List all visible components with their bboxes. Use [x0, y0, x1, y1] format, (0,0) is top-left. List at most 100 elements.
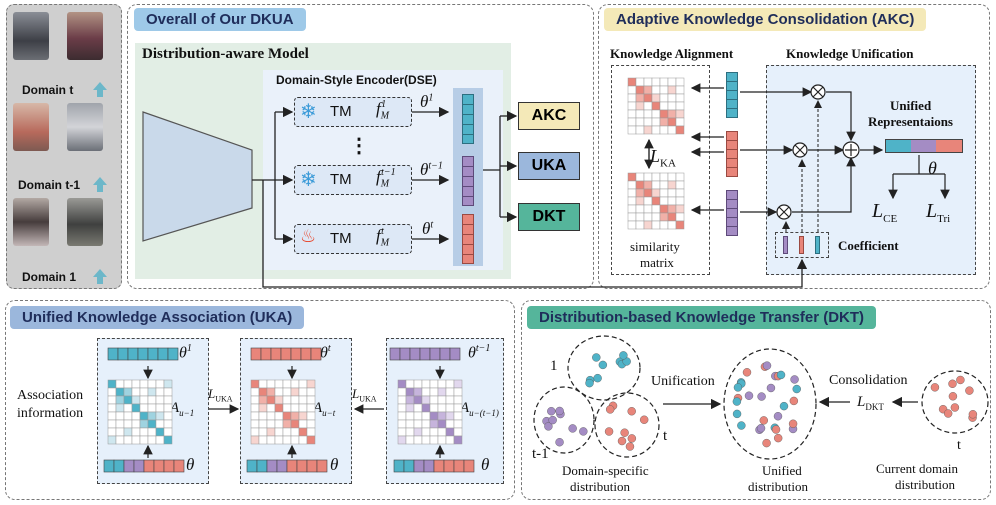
matrix-cell — [163, 403, 173, 413]
a1-label: Au−1 — [170, 400, 194, 418]
matrix-cell — [651, 188, 661, 198]
matrix-cell — [667, 109, 677, 119]
matrix-cell — [627, 220, 637, 230]
luka: L — [352, 386, 360, 401]
matrix-cell — [635, 85, 645, 95]
data-point — [930, 383, 940, 392]
theta-label: θ — [330, 455, 339, 474]
unified-distribution-label: Unified — [762, 463, 802, 478]
matrix-cell — [445, 395, 455, 405]
fm-sub: M — [380, 110, 390, 122]
matrix-cell — [131, 403, 141, 413]
data-point — [555, 438, 564, 447]
ka-label: Knowledge Alignment — [610, 46, 734, 61]
a3-label: Au−(t−1) — [460, 400, 499, 418]
unified-label: Unified — [890, 98, 932, 113]
akc-output: AKC — [518, 102, 580, 130]
matrix-cell — [659, 220, 669, 230]
person-image — [67, 198, 103, 246]
matrix-cell — [266, 427, 276, 437]
matrix-cell — [675, 93, 685, 103]
matrix-cell — [659, 188, 669, 198]
matrix-cell — [429, 387, 439, 397]
data-point — [619, 351, 628, 360]
matrix-cell — [413, 411, 423, 421]
matrix-cell — [115, 387, 125, 397]
ltri-sub: Tri — [937, 213, 951, 225]
matrix-cell — [651, 204, 661, 214]
thetat1: θ — [468, 344, 476, 362]
assoc-label: Association — [17, 388, 84, 403]
matrix-cell — [147, 395, 157, 405]
matrix-cell — [139, 427, 149, 437]
data-point — [617, 436, 627, 446]
matrix-cell — [250, 427, 260, 437]
fm-sup: t — [381, 226, 384, 238]
matrix-cell — [445, 411, 455, 421]
matrix-cell — [405, 403, 415, 413]
fm-f: f — [376, 167, 381, 186]
feature-vector-1 — [462, 94, 474, 144]
matrix-cell — [163, 427, 173, 437]
matrix-cell — [675, 117, 685, 127]
matrix-cell — [139, 395, 149, 405]
matrix-cell — [115, 395, 125, 405]
matrix-cell — [667, 85, 677, 95]
data-point — [742, 368, 752, 377]
matrix-cell — [413, 435, 423, 445]
vector-cell — [409, 347, 421, 361]
matrix-cell — [651, 85, 661, 95]
data-point — [744, 391, 754, 400]
theta: θ — [422, 219, 431, 238]
matrix-cell — [453, 379, 463, 389]
matrix-cell — [675, 220, 685, 230]
matrix-cell — [437, 427, 447, 437]
data-point — [737, 421, 746, 430]
matrix-cell — [429, 411, 439, 421]
matrix-cell — [107, 403, 117, 413]
a3: A — [460, 400, 470, 416]
ldkt: L — [857, 394, 866, 410]
matrix-cell — [131, 411, 141, 421]
matrix-cell — [643, 196, 653, 206]
matrix-cell — [115, 435, 125, 445]
uka-output: UKA — [518, 152, 580, 180]
data-point — [627, 407, 636, 416]
matrix-cell — [437, 379, 447, 389]
data-point — [790, 375, 799, 384]
matrix-cell — [437, 419, 447, 429]
vector-cell — [433, 459, 445, 473]
fm-f: f — [376, 226, 381, 245]
matrix-cell — [290, 403, 300, 413]
matrix-cell — [445, 403, 455, 413]
person-image — [13, 103, 49, 151]
theta-label: θ — [481, 455, 490, 474]
matrix-cell — [635, 172, 645, 182]
thetat: θ — [320, 344, 328, 362]
unified-label: Representaions — [868, 114, 953, 129]
matrix-cell — [453, 395, 463, 405]
domain-label-t-1: Domain t-1 — [18, 178, 81, 192]
similarity-matrix-top — [627, 77, 685, 135]
matrix-cell — [250, 419, 260, 429]
data-point — [968, 410, 978, 419]
matrix-cell — [306, 435, 316, 445]
matrix-cell — [123, 379, 133, 389]
matrix-cell — [131, 427, 141, 437]
matrix-cell — [675, 188, 685, 198]
matrix-cell — [413, 419, 423, 429]
data-point — [620, 428, 629, 437]
vector-cell — [163, 459, 175, 473]
fire-icon: ♨ — [300, 226, 317, 246]
person-image — [67, 103, 103, 151]
luka: L — [208, 386, 216, 401]
vector-cell — [443, 459, 455, 473]
matrix-cell — [627, 196, 637, 206]
matrix-cell — [290, 419, 300, 429]
matrix-cell — [659, 172, 669, 182]
consolidation-label: Consolidation — [829, 373, 908, 388]
matrix-cell — [413, 427, 423, 437]
matrix-cell — [282, 387, 292, 397]
ldkt-sub: DKT — [865, 402, 884, 412]
